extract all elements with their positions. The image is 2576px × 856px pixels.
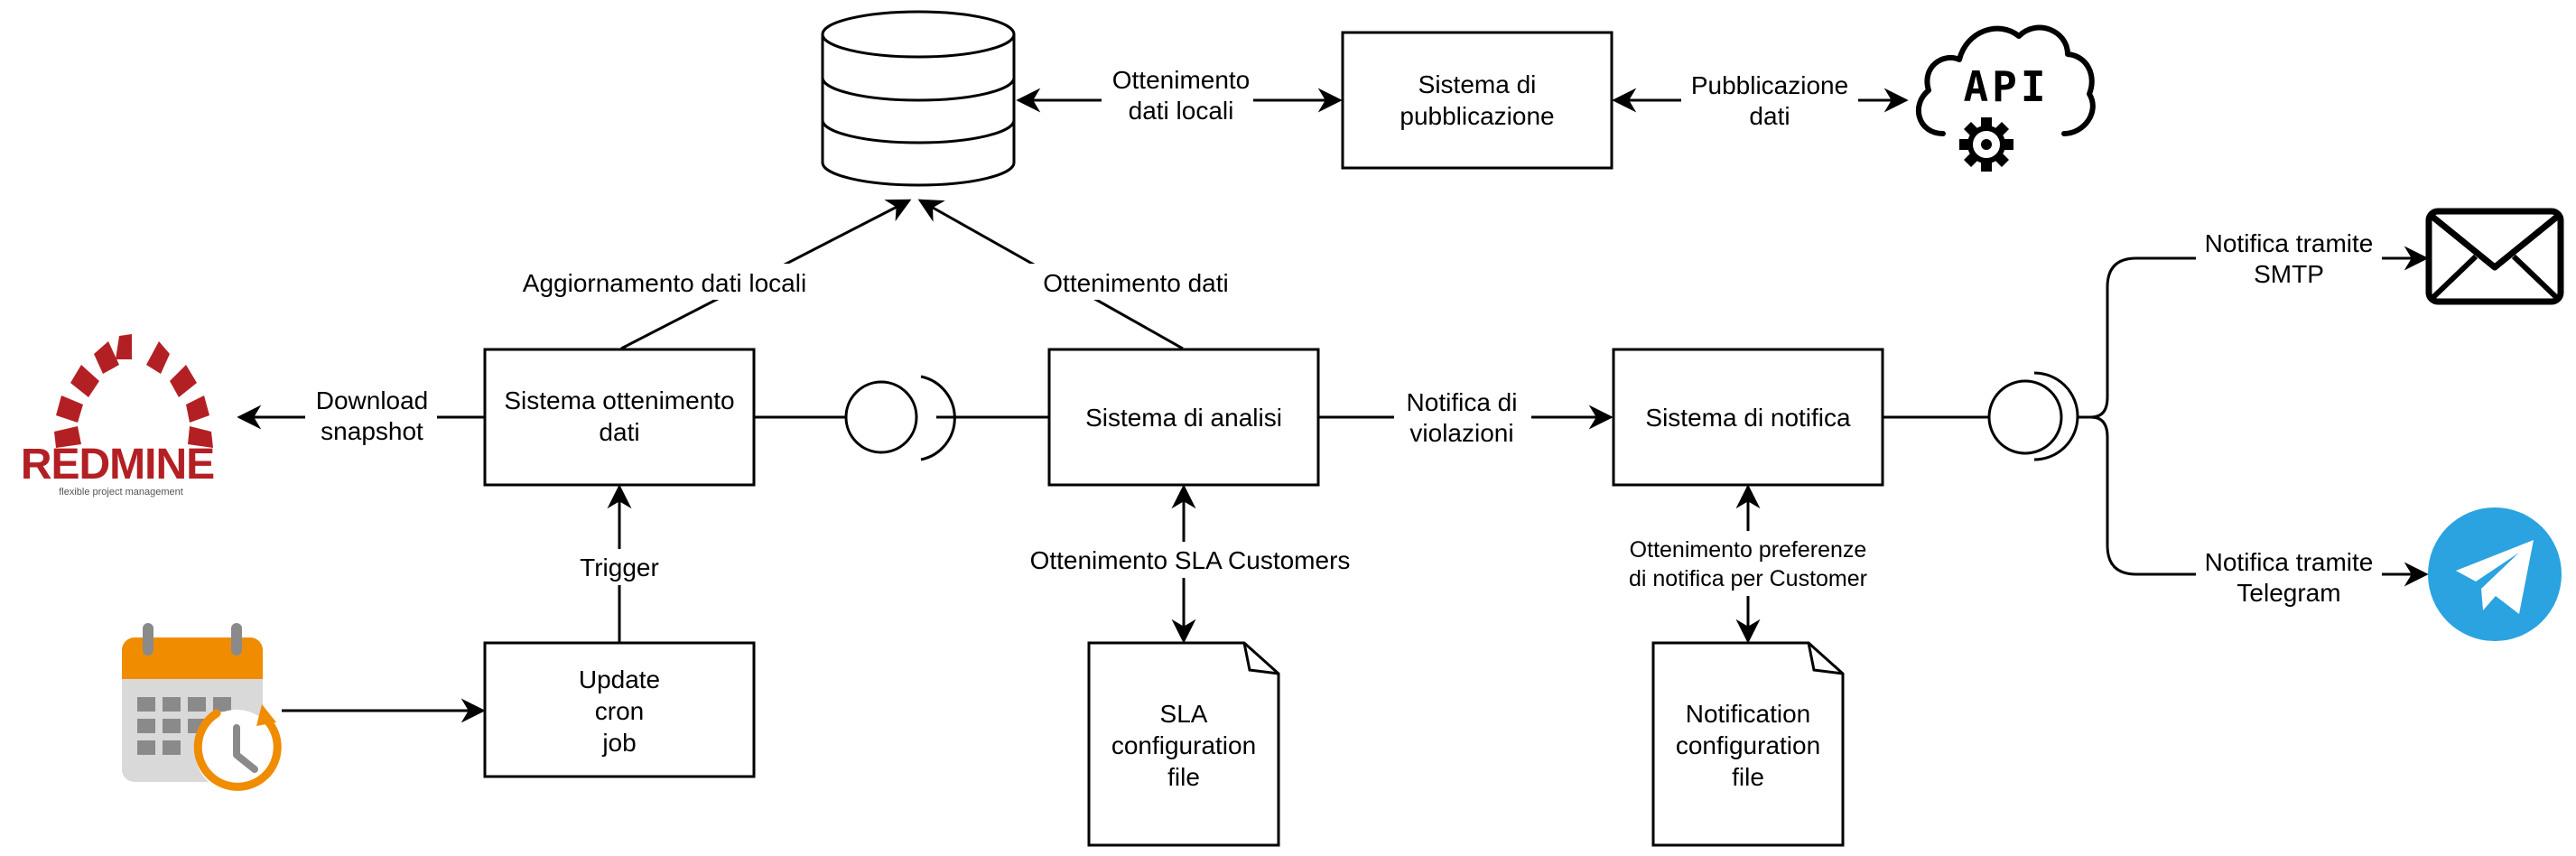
svg-text:Sistema di: Sistema di	[1418, 70, 1537, 98]
svg-text:violazioni: violazioni	[1409, 419, 1513, 447]
telegram-icon	[2428, 507, 2562, 641]
svg-text:SMTP: SMTP	[2254, 260, 2324, 288]
svg-text:Ottenimento preferenze: Ottenimento preferenze	[1630, 537, 1867, 563]
edge-label-notifica-violazioni: Notifica di violazioni	[1394, 385, 1531, 455]
svg-text:Download: Download	[316, 386, 429, 414]
svg-text:configuration: configuration	[1111, 731, 1256, 759]
svg-text:Notifica di: Notifica di	[1407, 388, 1518, 416]
svg-text:Trigger: Trigger	[580, 554, 659, 582]
svg-text:flexible project management: flexible project management	[59, 487, 183, 498]
notification-file-icon: Notification configuration file	[1651, 641, 1845, 847]
svg-text:dati: dati	[1749, 102, 1790, 130]
svg-text:snapshot: snapshot	[321, 417, 423, 445]
svg-text:Sistema di analisi: Sistema di analisi	[1085, 404, 1282, 432]
document-icon: SLA configuration file	[1087, 641, 1280, 847]
edge-label-ottenimento-locali: Ottenimento dati locali	[1102, 61, 1253, 132]
node-cron-job: Update cron job	[483, 641, 756, 778]
interface-provided	[844, 380, 918, 454]
interface-notifica-provided	[1987, 379, 2063, 455]
edge-label-trigger: Trigger	[571, 549, 668, 585]
svg-text:REDMINE: REDMINE	[21, 441, 214, 488]
node-notifica: Sistema di notifica	[1612, 348, 1884, 487]
edge-label-pubblicazione-dati: Pubblicazione dati	[1681, 67, 1858, 137]
svg-text:SLA: SLA	[1160, 700, 1208, 728]
redmine-logo-icon: REDMINE flexible project management	[21, 334, 215, 498]
svg-text:Telegram: Telegram	[2237, 579, 2340, 607]
envelope-icon	[2425, 208, 2564, 305]
node-analisi: Sistema di analisi	[1047, 348, 1320, 487]
svg-text:Ottenimento: Ottenimento	[1112, 66, 1251, 94]
svg-text:Notifica tramite: Notifica tramite	[2205, 548, 2374, 576]
database-icon	[821, 10, 1016, 187]
svg-text:cron: cron	[595, 697, 644, 725]
edge-branch-telegram	[2090, 415, 2429, 587]
svg-text:Aggiornamento dati locali: Aggiornamento dati locali	[523, 269, 806, 297]
svg-text:Ottenimento dati: Ottenimento dati	[1043, 269, 1228, 297]
svg-text:job: job	[601, 729, 636, 757]
svg-text:configuration: configuration	[1676, 731, 1820, 759]
node-pubblicazione: Sistema di pubblicazione	[1341, 31, 1613, 170]
edge-label-sla-customers: Ottenimento SLA Customers	[1013, 542, 1367, 578]
node-ottenimento-dati: Sistema ottenimento dati	[483, 348, 756, 487]
calendar-clock-icon	[122, 623, 282, 793]
svg-text:dati locali: dati locali	[1129, 97, 1234, 125]
svg-text:Notification: Notification	[1686, 700, 1811, 728]
svg-text:API: API	[1963, 62, 2049, 111]
api-cloud-gear-icon: API	[1915, 24, 2096, 172]
svg-text:dati: dati	[599, 418, 639, 446]
svg-text:Sistema di notifica: Sistema di notifica	[1645, 404, 1851, 432]
svg-text:file: file	[1167, 763, 1200, 791]
edge-label-download: Download snapshot	[305, 383, 437, 453]
svg-text:pubblicazione: pubblicazione	[1400, 102, 1554, 130]
edge-label-smtp: Notifica tramite SMTP	[2196, 224, 2382, 294]
edge-label-preferenze: Ottenimento preferenze di notifica per C…	[1613, 531, 1883, 596]
svg-text:Sistema ottenimento: Sistema ottenimento	[504, 386, 734, 414]
svg-text:Pubblicazione: Pubblicazione	[1691, 71, 1848, 99]
edge-branch-smtp	[2090, 246, 2429, 419]
edge-label-ottenimento-dati: Ottenimento dati	[1029, 264, 1242, 300]
svg-text:di notifica per Customer: di notifica per Customer	[1629, 566, 1867, 591]
svg-text:file: file	[1732, 763, 1764, 791]
edge-label-telegram: Notifica tramite Telegram	[2196, 542, 2382, 612]
svg-text:Ottenimento SLA Customers: Ottenimento SLA Customers	[1030, 546, 1351, 574]
svg-text:Update: Update	[579, 665, 660, 693]
svg-text:Notifica tramite: Notifica tramite	[2205, 229, 2374, 257]
edge-label-aggiornamento: Aggiornamento dati locali	[506, 264, 823, 300]
